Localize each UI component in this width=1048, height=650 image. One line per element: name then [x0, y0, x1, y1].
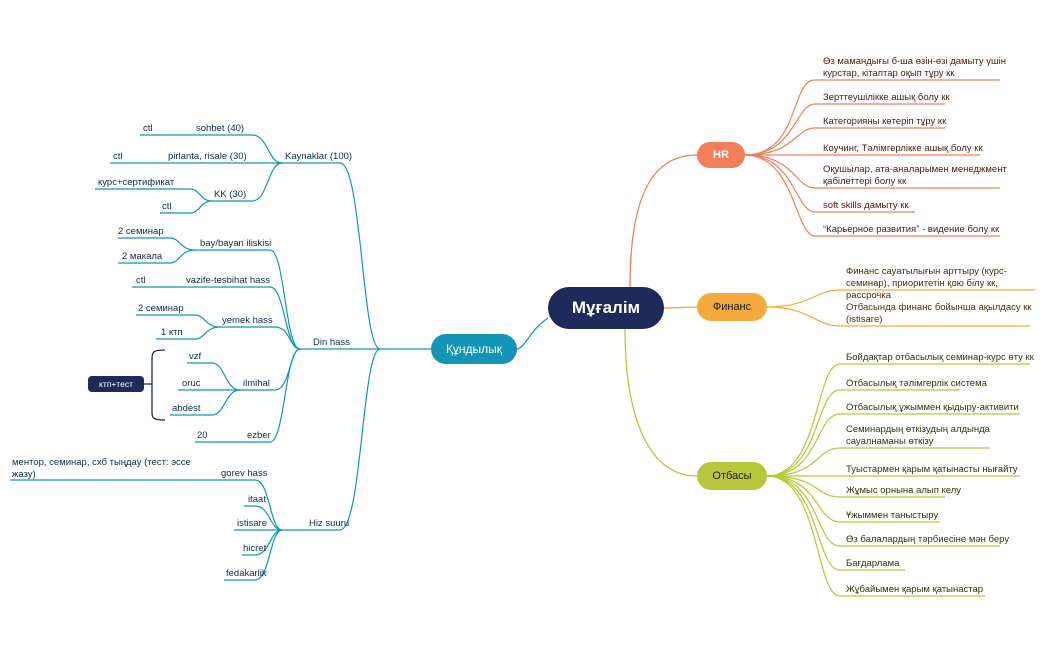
branch-finans[interactable]: Финанс — [697, 293, 767, 321]
link-center-hr — [629, 154, 698, 288]
otbasy-item-3[interactable]: Отбасылық ұжыммен қыдыру-активити — [846, 402, 1019, 413]
hr-item-7[interactable]: “Карьерное развития” - видение болу кк — [823, 224, 1000, 235]
finans-item-2[interactable]: Отбасында финанс бойынша ақылдасу кк (is… — [846, 302, 1032, 325]
node-seminar-2b[interactable]: 2 семинар — [138, 303, 184, 314]
node-hiz-suuru[interactable]: Hiz suuru — [309, 518, 350, 529]
hr-item-2[interactable]: Зерттеушілікке ашық болу кк — [823, 92, 950, 103]
node-vazife[interactable]: vazife-tesbihat hass — [186, 275, 270, 286]
node-ezber-20[interactable]: 20 — [197, 430, 208, 441]
node-ktp-1[interactable]: 1 ктп — [161, 327, 183, 338]
node-bay-bayan[interactable]: bay/bayan iliskisi — [200, 238, 272, 249]
otbasy-item-10[interactable]: Жұбайымен қарым қатынастар — [846, 584, 984, 595]
node-pirlanta[interactable]: pirlanta, risale (30) — [168, 151, 247, 162]
otbasy-item-1[interactable]: Бойдақтар отбасылық семинар-курс өту кк — [846, 352, 1034, 363]
hr-item-6[interactable]: soft skills дамыту кк — [823, 200, 909, 211]
node-mentor[interactable]: ментор, семинар, схб тыңдау (тест: эссе … — [12, 457, 191, 480]
node-makala-2[interactable]: 2 макала — [122, 251, 163, 262]
node-seminar-2a[interactable]: 2 семинар — [118, 226, 164, 237]
otbasy-item-4[interactable]: Семинардың өткізудың алдында сауалнаманы… — [846, 424, 990, 447]
finans-item-1[interactable]: Финанс сауатылығын арттыру (курс-семинар… — [846, 266, 1007, 301]
node-gorev[interactable]: gorev hass — [221, 468, 268, 479]
node-vzf[interactable]: vzf — [189, 351, 202, 362]
node-ctl-4[interactable]: ctl — [136, 275, 146, 286]
ktp-test-badge[interactable]: ктп+тест — [88, 376, 144, 392]
otbasy-item-2[interactable]: Отбасылық тәлімгерлік система — [846, 378, 987, 389]
node-fedakarlik[interactable]: fedakarlik — [226, 568, 267, 579]
branch-hr[interactable]: HR — [697, 142, 745, 168]
otbasy-item-5[interactable]: Туыстармен қарым қатынасты нығайту — [846, 464, 1018, 475]
node-ilmihal[interactable]: ilmihal — [243, 378, 270, 389]
node-oruc[interactable]: oruc — [182, 378, 201, 389]
node-abdest[interactable]: abdest — [172, 403, 201, 414]
node-ezber[interactable]: ezber — [247, 430, 271, 441]
hr-item-5[interactable]: Оқушылар, ата-аналарымен менеджмент қабі… — [823, 164, 1007, 187]
link-center-finans — [663, 306, 698, 309]
node-kurs-sertifikat[interactable]: курс+сертификат — [98, 177, 175, 188]
node-itaat[interactable]: itaat — [248, 494, 266, 505]
link-center-kundylyk — [516, 317, 549, 350]
otbasy-item-7[interactable]: Ұжыммен таныстыру — [846, 510, 939, 521]
branch-otbasy[interactable]: Отбасы — [697, 462, 767, 490]
otbasy-item-6[interactable]: Жұмыс орнына алып келу — [846, 485, 962, 496]
node-hicret[interactable]: hicret — [243, 543, 267, 554]
center-node[interactable]: Мұғалім — [548, 287, 664, 329]
node-kaynaklar[interactable]: Kaynaklar (100) — [285, 151, 353, 162]
hr-item-1[interactable]: Өз мамандығы б-ша өзін-өзі дамыту үшін к… — [823, 56, 1007, 79]
otbasy-item-9[interactable]: Бағдарлама — [846, 558, 900, 569]
node-yemek[interactable]: yemek hass — [222, 315, 273, 326]
node-ctl-2[interactable]: ctl — [113, 151, 123, 162]
link-center-otbasy — [624, 328, 698, 477]
node-din-hass[interactable]: Din hass — [313, 337, 350, 348]
branch-kundylyk[interactable]: Құндылық — [431, 334, 517, 364]
hr-item-3[interactable]: Категорияны көтеріп тұру кк — [823, 116, 947, 127]
node-sohbet[interactable]: sohbet (40) — [196, 123, 245, 134]
otbasy-item-8[interactable]: Өз балалардың тәрбиесіне мән беру — [846, 534, 1010, 545]
ilmihal-bracket — [151, 349, 166, 421]
node-kk[interactable]: KK (30) — [214, 189, 247, 200]
node-ctl-3[interactable]: ctl — [162, 201, 172, 212]
node-istisare[interactable]: istisare — [237, 518, 268, 529]
hr-item-4[interactable]: Коучинг, Тәлімгерлікке ашық болу кк — [823, 143, 983, 154]
node-ctl-1[interactable]: ctl — [143, 123, 153, 134]
